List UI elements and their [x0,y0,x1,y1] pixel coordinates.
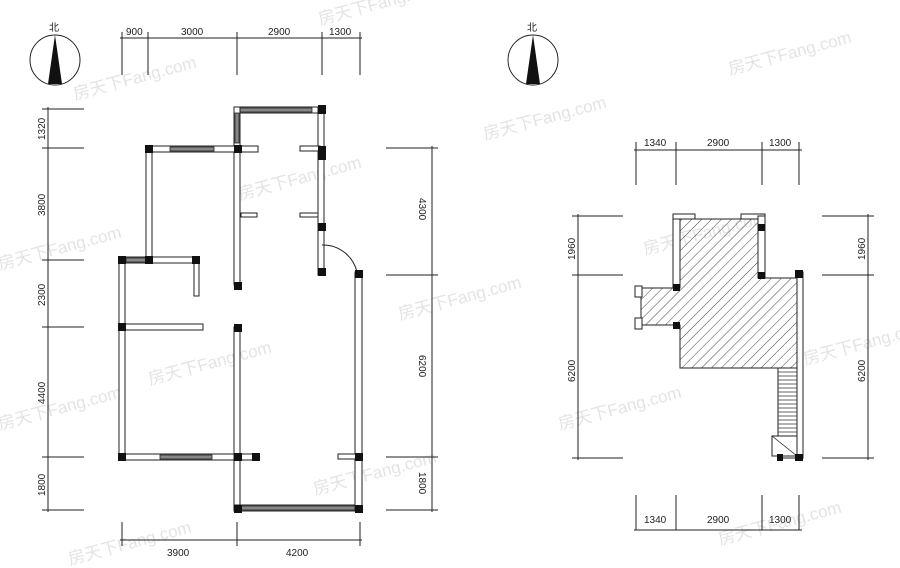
dim-label: 2900 [707,515,730,526]
watermark: 房天下Fang.com [316,0,443,29]
plan-1-walls [118,105,363,513]
dim-label: 3800 [37,193,48,216]
dim-label: 1300 [769,515,792,526]
watermark: 房天下Fang.com [726,28,853,79]
north-label: 北 [49,22,59,34]
dim-label: 2900 [707,138,730,149]
columns [118,105,363,513]
watermark: 房天下Fang.com [236,153,363,204]
dim-label: 3000 [181,27,204,38]
dim-label: 4400 [37,381,48,404]
dim-label: 2300 [37,283,48,306]
dim-label: 6200 [857,359,868,382]
hatched-roof-area [640,218,798,369]
dim-label: 1300 [329,27,352,38]
dim-label: 900 [126,27,143,38]
dim-label: 1300 [769,138,792,149]
watermark: 房天下Fang.com [71,53,198,104]
plan-2-roof [634,213,804,461]
dim-label: 4200 [286,548,309,559]
watermark: 房天下Fang.com [0,223,123,274]
dim-label: 1960 [567,237,578,260]
dim-label: 2900 [268,27,291,38]
watermark: 房天下Fang.com [146,338,273,389]
dim-label: 3900 [167,548,190,559]
dim-label: 1960 [857,237,868,260]
watermark: 房天下Fang.com [396,273,523,324]
watermark: 房天下Fang.com [66,518,193,568]
staircase [771,367,798,459]
watermark: 房天下Fang.com [0,383,123,434]
columns [673,224,803,461]
dim-label: 1320 [37,117,48,140]
north-label: 北 [527,22,537,34]
dim-label: 1800 [416,472,427,495]
north-arrow-icon: 北 [507,22,559,86]
dim-label: 1800 [37,473,48,496]
plan-2-dimensions: 1340 2900 1300 1340 2900 1300 1960 6200 … [567,138,874,531]
north-arrow-icon: 北 [29,22,81,86]
watermark: 房天下Fang.com [801,318,900,369]
dim-label: 1340 [644,138,667,149]
watermark: 房天下Fang.com [481,93,608,144]
door-swing [321,244,358,273]
dim-label: 1340 [644,515,667,526]
dim-label: 4300 [416,198,427,221]
dim-label: 6200 [567,359,578,382]
watermark: 房天下Fang.com [556,383,683,434]
dim-label: 6200 [416,355,427,378]
plan-1-dimensions: 900 3000 2900 1300 1320 3800 2300 4400 1… [37,27,438,559]
